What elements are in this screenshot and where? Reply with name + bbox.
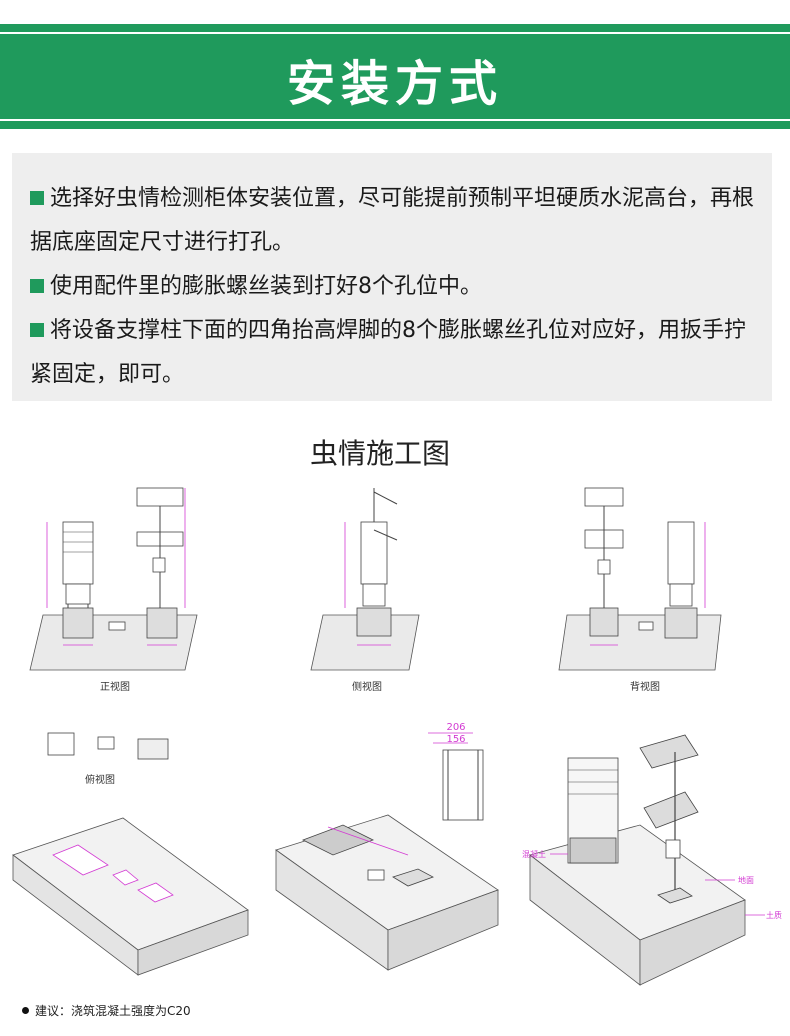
top-view-caption: 俯视图 — [85, 773, 115, 786]
completed-install-iso-drawing: 混凝土 地面 土质 — [522, 734, 782, 986]
footnote: 建议：浇筑混凝土强度为C20 — [22, 1002, 191, 1019]
diagram-title: 虫情施工图 — [309, 437, 450, 470]
installation-notes: 选择好虫情检测柜体安装位置，尽可能提前预制平坦硬质水泥高台，再根据底座固定尺寸进… — [12, 153, 772, 401]
note-item: 使用配件里的膨胀螺丝装到打好8个孔位中。 — [30, 265, 756, 309]
note-text: 选择好虫情检测柜体安装位置，尽可能提前预制平坦硬质水泥高台，再根据底座固定尺寸进… — [30, 186, 755, 255]
green-square-bullet-icon — [30, 323, 44, 337]
poured-base-iso-figure: 206 156 — [268, 715, 508, 980]
note-text: 将设备支撑柱下面的四角抬高焊脚的8个膨胀螺丝孔位对应好，用扳手拧紧固定，即可。 — [30, 318, 746, 387]
dimension-outer-label: 206 — [446, 722, 465, 733]
back-view-figure: 背视图 — [555, 480, 730, 695]
completed-install-iso-figure: 混凝土 地面 土质 — [520, 730, 782, 995]
dimension-inner-label: 156 — [446, 734, 465, 745]
foundation-pit-iso-drawing — [12, 817, 249, 976]
back-view-caption: 背视图 — [630, 680, 660, 693]
footnote-text: 建议：浇筑混凝土强度为C20 — [35, 1004, 191, 1018]
note-text: 使用配件里的膨胀螺丝装到打好8个孔位中。 — [50, 274, 482, 299]
foundation-pit-iso-figure — [8, 810, 253, 980]
soil-label: 土质 — [766, 910, 782, 920]
title-banner: 安装方式 — [0, 24, 790, 129]
page-title: 安装方式 — [286, 56, 503, 112]
back-view-drawing: 背视图 — [558, 487, 722, 693]
front-view-caption: 正视图 — [100, 680, 130, 693]
poured-base-iso-drawing: 206 156 — [275, 722, 499, 971]
side-view-figure: 侧视图 — [305, 480, 425, 695]
note-item: 将设备支撑柱下面的四角抬高焊脚的8个膨胀螺丝孔位对应好，用扳手拧紧固定，即可。 — [30, 309, 756, 397]
banner-bottom-rule — [0, 119, 790, 121]
concrete-label: 混凝土 — [522, 849, 546, 859]
top-view-figure: 俯视图 — [40, 725, 180, 790]
bullet-dot-icon — [22, 1007, 29, 1014]
top-view-drawing: 俯视图 — [47, 732, 169, 786]
green-square-bullet-icon — [30, 191, 44, 205]
side-view-caption: 侧视图 — [352, 680, 382, 693]
note-item: 选择好虫情检测柜体安装位置，尽可能提前预制平坦硬质水泥高台，再根据底座固定尺寸进… — [30, 177, 756, 265]
banner-top-rule — [0, 32, 790, 34]
green-square-bullet-icon — [30, 279, 44, 293]
front-view-drawing: 正视图 — [29, 487, 198, 693]
ground-label: 地面 — [738, 875, 754, 885]
front-view-figure: 正视图 — [25, 480, 205, 695]
side-view-drawing: 侧视图 — [310, 488, 420, 693]
